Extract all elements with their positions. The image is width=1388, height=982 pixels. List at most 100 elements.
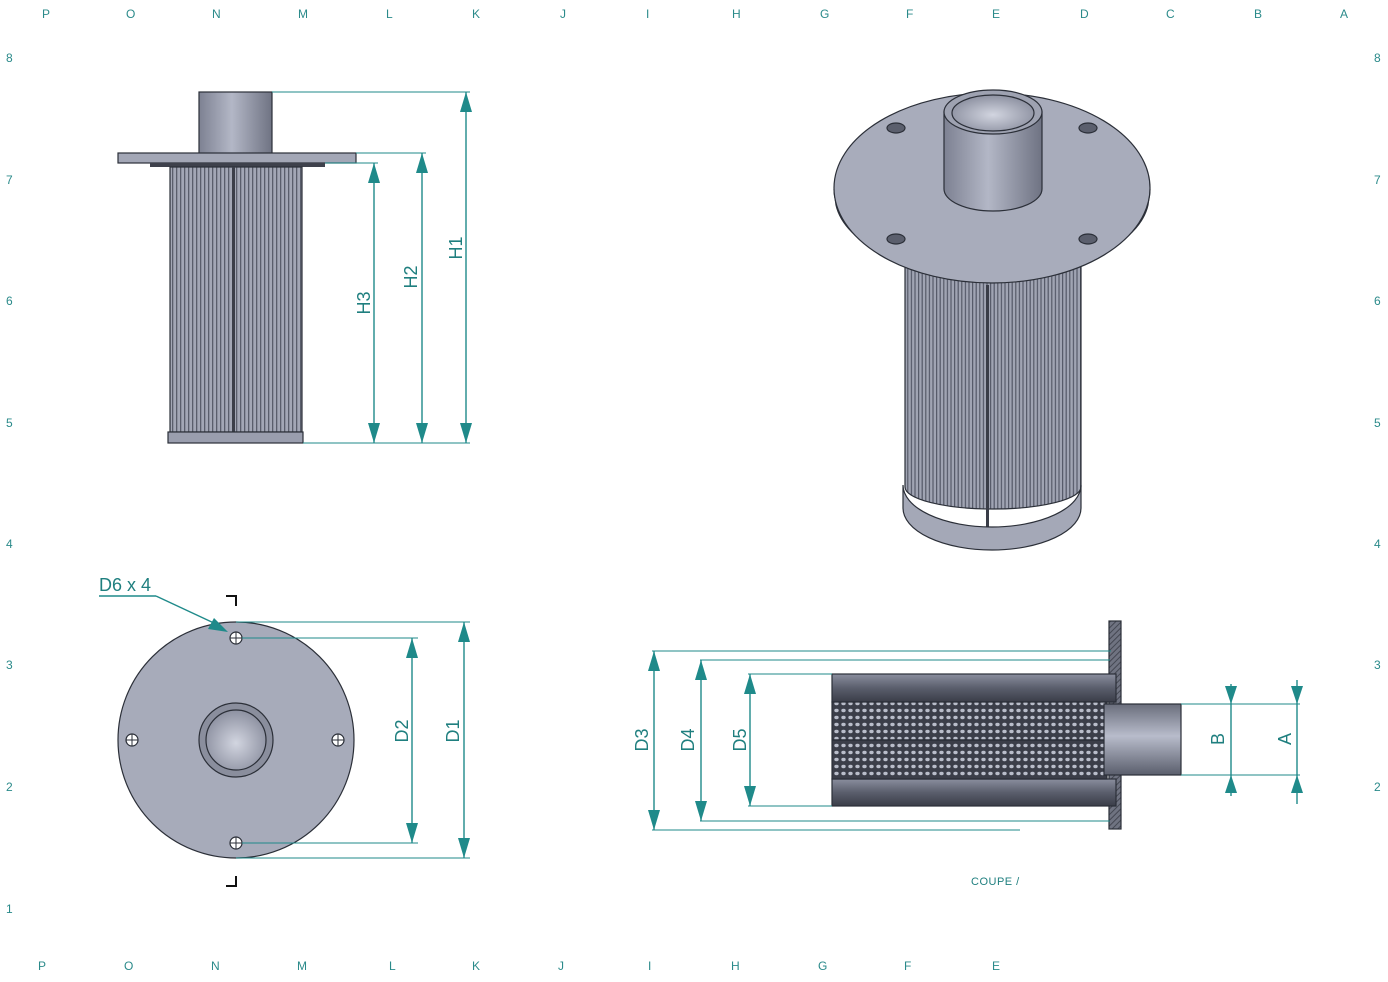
grid-number: 8 xyxy=(1374,51,1381,65)
grid-letter: K xyxy=(472,7,480,21)
grid-number: 3 xyxy=(1374,658,1381,672)
arrow-head xyxy=(460,92,472,112)
arrow-head xyxy=(416,423,428,443)
grid-letter: O xyxy=(124,959,133,973)
arrow-head xyxy=(406,823,418,843)
grid-number: 8 xyxy=(6,51,13,65)
flange-gasket xyxy=(150,163,325,167)
grid-letter: F xyxy=(906,7,913,21)
arrow-head xyxy=(458,838,470,858)
grid-letter: L xyxy=(389,959,396,973)
arrow-head xyxy=(416,153,428,173)
grid-number: 6 xyxy=(1374,294,1381,308)
grid-letter: N xyxy=(211,959,220,973)
grid-right-numbers: 8 7 6 5 4 3 2 xyxy=(1374,51,1381,794)
grid-number: 4 xyxy=(6,537,13,551)
top-bolt-holes xyxy=(125,631,345,850)
arrow-head xyxy=(460,423,472,443)
section-caption: COUPE / xyxy=(971,876,1020,888)
arrow-head xyxy=(744,674,756,694)
grid-letter: M xyxy=(297,959,307,973)
iso-bolt-hole xyxy=(1078,122,1098,134)
front-view: H3 H2 H1 xyxy=(117,91,472,444)
arrow-head xyxy=(406,638,418,658)
d4-label: D4 xyxy=(678,728,698,751)
grid-letter: I xyxy=(646,7,649,21)
arrow-head xyxy=(368,163,380,183)
iso-pipe-bore xyxy=(951,94,1035,132)
grid-letter: I xyxy=(648,959,651,973)
iso-pleat-seam xyxy=(986,285,989,530)
d5-label: D5 xyxy=(730,728,750,751)
bottom-end-cap xyxy=(167,431,304,444)
d3-label: D3 xyxy=(632,728,652,751)
arrow-head xyxy=(1291,686,1303,704)
arrow-head xyxy=(695,801,707,821)
arrow-head xyxy=(458,622,470,642)
grid-number: 7 xyxy=(1374,173,1381,187)
leader-line xyxy=(155,595,217,625)
d2-label: D2 xyxy=(392,719,412,742)
section-outlet-pipe xyxy=(1103,703,1182,776)
grid-letter: M xyxy=(298,7,308,21)
grid-letter: A xyxy=(1340,7,1348,21)
pleated-filter-element xyxy=(169,166,303,433)
grid-letter: D xyxy=(1080,7,1089,21)
grid-letter: H xyxy=(732,7,741,21)
section-cut-mark xyxy=(226,876,237,887)
hole-callout-label: D6 x 4 xyxy=(99,575,151,595)
grid-letter: K xyxy=(472,959,480,973)
h3-label: H3 xyxy=(354,291,374,314)
arrow-head xyxy=(1291,775,1303,793)
arrow-head xyxy=(208,618,228,632)
iso-bolt-hole xyxy=(1078,233,1098,245)
grid-number: 1 xyxy=(6,902,13,916)
grid-letter: G xyxy=(820,7,829,21)
section-top-wall xyxy=(831,673,1117,703)
arrow-head xyxy=(744,786,756,806)
grid-left-numbers: 8 7 6 5 4 3 2 1 xyxy=(6,51,13,916)
h2-label: H2 xyxy=(401,265,421,288)
grid-letter: F xyxy=(904,959,911,973)
section-bottom-wall xyxy=(831,778,1117,807)
grid-letter: H xyxy=(731,959,740,973)
iso-pleated-body xyxy=(904,261,1082,510)
grid-letter: G xyxy=(818,959,827,973)
top-pipe-bore xyxy=(205,709,267,771)
b-label: B xyxy=(1208,733,1228,745)
arrow-head xyxy=(648,810,660,830)
pleat-seam xyxy=(232,167,235,432)
grid-number: 2 xyxy=(1374,780,1381,794)
grid-letter: P xyxy=(38,959,46,973)
grid-number: 5 xyxy=(6,416,13,430)
grid-number: 2 xyxy=(6,780,13,794)
grid-letter: E xyxy=(992,7,1000,21)
iso-outlet-pipe xyxy=(943,111,1043,212)
grid-letter: J xyxy=(560,7,566,21)
isometric-view xyxy=(833,89,1151,551)
arrow-head xyxy=(648,651,660,671)
outlet-pipe xyxy=(198,91,273,155)
arrow-head xyxy=(368,423,380,443)
arrow-head xyxy=(1225,686,1237,704)
a-label: A xyxy=(1275,733,1295,745)
grid-number: 7 xyxy=(6,173,13,187)
grid-bottom-letters: P O N M L K J I H G F E xyxy=(38,959,1000,973)
arrow-head xyxy=(695,660,707,680)
h1-label: H1 xyxy=(446,236,466,259)
mounting-flange xyxy=(117,152,357,164)
grid-letter: B xyxy=(1254,7,1262,21)
grid-number: 5 xyxy=(1374,416,1381,430)
grid-letter: C xyxy=(1166,7,1175,21)
grid-letter: O xyxy=(126,7,135,21)
arrow-head xyxy=(1225,775,1237,793)
d1-label: D1 xyxy=(443,719,463,742)
grid-letter: P xyxy=(42,7,50,21)
grid-letter: J xyxy=(558,959,564,973)
grid-top-letters: P O N M L K J I H G F E D C B A xyxy=(42,7,1348,21)
iso-bolt-hole xyxy=(886,233,906,245)
grid-number: 3 xyxy=(6,658,13,672)
grid-number: 4 xyxy=(1374,537,1381,551)
grid-letter: L xyxy=(386,7,393,21)
